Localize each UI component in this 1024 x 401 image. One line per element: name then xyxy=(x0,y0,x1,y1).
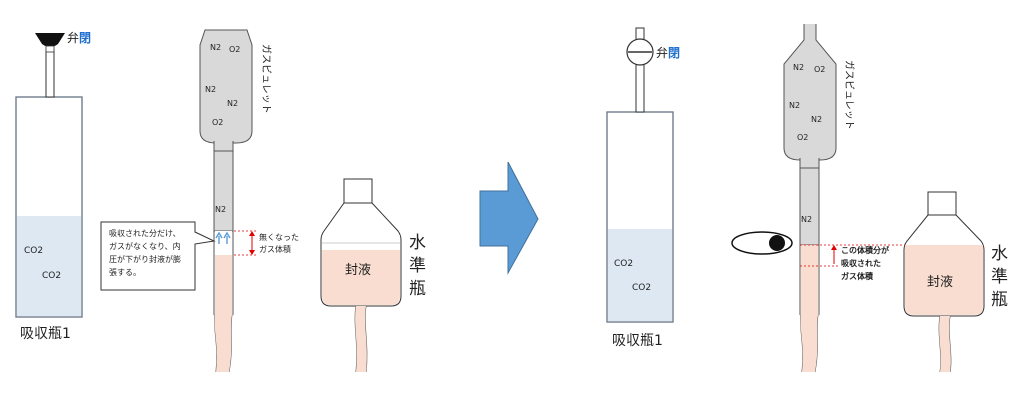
bottle-gas-label-2-left: CO2 xyxy=(42,271,61,281)
lost-volume-marker: 無くなった ガス体積 xyxy=(234,230,299,256)
lost-volume-label-2: ガス体積 xyxy=(259,244,291,254)
callout-box: 吸収された分だけ、 ガスがなくなり、内 圧が下がり封液が膨 張する。 xyxy=(100,221,216,291)
callout-line-4: 張する。 xyxy=(109,268,141,277)
level-bottle-label-2-left: 準 xyxy=(409,256,426,276)
level-bottle-label-3-left: 瓶 xyxy=(409,279,426,299)
burette-gas-label-1-right: N2 xyxy=(793,63,804,72)
burette-gas-label-4-left: N2 xyxy=(227,99,238,108)
bottle-gas-label-1-left: CO2 xyxy=(24,246,43,256)
bottle-gas-region-right xyxy=(608,229,672,321)
bottle-gas-region-left xyxy=(17,216,81,316)
burette-gas-label-3-left: N2 xyxy=(205,85,216,94)
bottle-gas-label-1-right: CO2 xyxy=(614,259,633,269)
tube-gas-label-left: N2 xyxy=(215,205,226,214)
left-panel: 弁閉 CO2 CO2 吸収瓶1 N2 O2 N2 N2 O2 N2 xyxy=(15,29,426,373)
bottle-label-right: 吸収瓶1 xyxy=(612,333,663,349)
absorbed-label-1: この体積分が xyxy=(841,245,890,255)
gas-burette-left: N2 O2 N2 N2 O2 N2 xyxy=(199,29,253,373)
eye-icon xyxy=(731,231,793,255)
burette-gas-label-5-right: O2 xyxy=(797,133,808,142)
seal-liquid-label-right: 封液 xyxy=(927,275,953,290)
level-bottle-left: 封液 水 準 瓶 xyxy=(320,178,426,373)
burette-gas-label-5-left: O2 xyxy=(212,118,223,127)
seal-liquid-label-left: 封液 xyxy=(345,263,371,278)
valve-label-left: 弁閉 xyxy=(67,30,91,45)
level-bottle-label-1-right: 水 xyxy=(991,244,1008,264)
valve-label-right: 弁閉 xyxy=(656,45,680,60)
level-bottle-label-3-right: 瓶 xyxy=(991,290,1008,310)
valve-closed-icon-right xyxy=(626,38,654,66)
up-arrow-icon xyxy=(215,231,231,244)
transition-arrow-icon xyxy=(479,161,539,275)
level-bottle-label-2-right: 準 xyxy=(991,267,1008,287)
level-bottle-label-1-left: 水 xyxy=(409,233,426,253)
callout-line-3: 圧が下がり封液が膨 xyxy=(109,254,181,264)
bottle-label-left: 吸収瓶1 xyxy=(20,326,71,342)
burette-label-right: ガスビュレット xyxy=(843,60,855,130)
absorption-bottle-left: 弁閉 CO2 CO2 吸収瓶1 xyxy=(15,30,91,342)
burette-label-left: ガスビュレット xyxy=(260,44,272,114)
callout-line-2: ガスがなくなり、内 xyxy=(109,241,181,251)
tube-gas-label-right: N2 xyxy=(801,215,812,224)
burette-gas-label-2-right: O2 xyxy=(814,65,825,74)
callout-line-1: 吸収された分だけ、 xyxy=(109,228,181,238)
absorbed-label-3: ガス体積 xyxy=(841,271,874,281)
gas-burette-right: N2 O2 N2 N2 O2 N2 xyxy=(783,24,837,373)
lost-volume-label-1: 無くなった xyxy=(259,232,299,242)
burette-gas-label-2-left: O2 xyxy=(229,45,240,54)
burette-gas-label-4-right: N2 xyxy=(811,115,822,124)
burette-gas-label-1-left: N2 xyxy=(210,43,221,52)
valve-closed-icon-left xyxy=(35,33,65,53)
absorbed-label-2: 吸収された xyxy=(841,258,881,268)
level-bottle-right: 封液 水 準 瓶 xyxy=(903,191,1008,373)
right-panel: 弁閉 CO2 CO2 吸収瓶1 N2 O2 N2 N2 O2 N2 ガスビュレッ… xyxy=(606,24,1008,373)
absorption-bottle-right: 弁閉 CO2 CO2 吸収瓶1 xyxy=(606,27,680,349)
burette-gas-label-3-right: N2 xyxy=(789,101,800,110)
bottle-gas-label-2-right: CO2 xyxy=(632,283,651,293)
